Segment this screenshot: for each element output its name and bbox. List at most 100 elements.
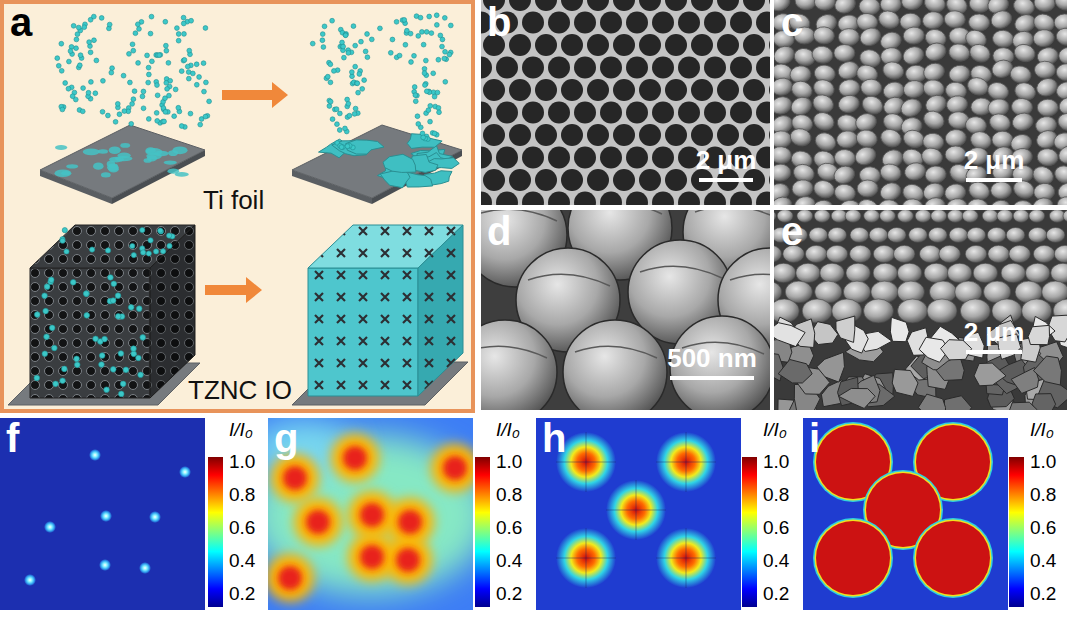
- zinc-particle: [140, 335, 146, 341]
- sphere-grain: [944, 128, 967, 147]
- zinc-particle: [353, 106, 358, 111]
- sphere-grain: [927, 299, 957, 323]
- colorbar-tick: 0.8: [763, 485, 789, 506]
- zinc-particle: [146, 65, 151, 70]
- zinc-particle: [140, 94, 145, 99]
- sphere-grain: [1063, 210, 1067, 222]
- zinc-particle: [136, 306, 142, 312]
- sphere-grain: [811, 109, 837, 133]
- zinc-particle: [434, 13, 439, 18]
- zinc-particle: [431, 71, 436, 76]
- sphere-grain: [915, 210, 931, 222]
- zinc-particle: [412, 85, 417, 90]
- zinc-particle: [42, 293, 48, 299]
- sphere-grain: [811, 178, 836, 201]
- zinc-particle: [149, 59, 154, 64]
- zinc-particle: [148, 238, 153, 243]
- sphere-grain: [1059, 47, 1067, 64]
- sphere-grain: [967, 41, 993, 65]
- zinc-particle: [146, 251, 151, 256]
- zinc-particle: [343, 33, 348, 38]
- field-hotspot: [816, 521, 890, 595]
- field-hotspot: [149, 511, 161, 523]
- sphere-grain: [987, 197, 1013, 205]
- sphere-grain: [898, 96, 924, 120]
- honeycomb-texture: [481, 0, 770, 205]
- zinc-particle: [356, 90, 361, 95]
- sphere-grain: [1001, 263, 1025, 283]
- panel-letter: b: [487, 0, 511, 44]
- sphere-grain: [1033, 0, 1056, 13]
- sphere-grain: [1056, 196, 1067, 205]
- sphere-grain: [968, 13, 990, 31]
- zinc-particle: [76, 25, 81, 30]
- sphere-grain: [1056, 63, 1067, 81]
- zinc-particle: [346, 50, 351, 55]
- zinc-particle: [135, 22, 140, 27]
- sphere-grain: [774, 194, 794, 205]
- zinc-particle: [330, 18, 335, 23]
- sphere-grain: [864, 299, 894, 323]
- zinc-particle: [89, 80, 94, 85]
- zinc-particle: [34, 312, 40, 318]
- zinc-dendrite: [346, 140, 384, 154]
- zinc-particle: [115, 101, 120, 106]
- zinc-particle: [424, 29, 429, 34]
- sphere-grain: [857, 180, 879, 198]
- sphere-grain: [838, 199, 861, 205]
- zinc-particle: [435, 90, 440, 95]
- colorbar-tick: 0.4: [229, 551, 255, 572]
- sphere-grain: [924, 263, 948, 283]
- zinc-particle: [62, 366, 68, 372]
- zinc-particle: [84, 313, 90, 319]
- colorbar-title: I/I₀: [1030, 420, 1054, 441]
- field-glow: [331, 434, 379, 482]
- sphere-grain: [834, 44, 855, 61]
- zinc-deposit: [61, 171, 70, 175]
- zinc-particle: [186, 76, 191, 81]
- zinc-particle: [343, 126, 348, 131]
- zinc-particle: [113, 119, 118, 124]
- colorbar-tick: 0.4: [763, 551, 789, 572]
- zinc-particle: [64, 249, 69, 254]
- zinc-particle: [158, 228, 163, 233]
- zinc-particle: [136, 61, 141, 66]
- scale-bar-label: 500 nm: [667, 344, 757, 373]
- sphere-grain: [945, 197, 968, 205]
- porous-host-face: [30, 268, 150, 398]
- zinc-particle: [49, 325, 55, 331]
- zinc-deposit: [101, 172, 111, 177]
- sphere-grain: [855, 196, 881, 205]
- zinc-particle: [203, 114, 208, 119]
- sphere-grain: [855, 128, 879, 149]
- zinc-particle: [359, 39, 364, 44]
- field-hotspot: [306, 510, 330, 534]
- sphere-grain: [928, 227, 947, 242]
- sphere-grain: [903, 161, 927, 182]
- zinc-particle: [362, 78, 367, 83]
- zinc-particle: [117, 112, 122, 117]
- zinc-particle: [130, 42, 135, 47]
- zinc-particle: [404, 28, 409, 33]
- colorbar-title: I/I₀: [229, 420, 253, 441]
- sphere-grain: [920, 146, 944, 167]
- field-ground: [803, 418, 1008, 610]
- zinc-particle: [158, 229, 163, 234]
- porous-host-face: [150, 225, 195, 398]
- sample-label: Ti foil: [203, 186, 264, 215]
- sphere-grain: [989, 8, 1015, 31]
- sphere-grain: [967, 198, 989, 205]
- zinc-particle: [321, 45, 326, 50]
- colorbar-tick: 1.0: [229, 452, 255, 473]
- zinc-particle: [43, 308, 49, 314]
- sphere-grain: [846, 263, 870, 283]
- sphere-grain: [901, 0, 924, 11]
- zinc-particle: [346, 101, 351, 106]
- scale-bar-label: 2 μm: [696, 146, 757, 175]
- zinc-particle: [93, 336, 99, 342]
- field-edge: [913, 518, 993, 598]
- zinc-particle: [189, 18, 194, 23]
- sphere-grain: [820, 263, 844, 283]
- zinc-particle: [167, 233, 172, 238]
